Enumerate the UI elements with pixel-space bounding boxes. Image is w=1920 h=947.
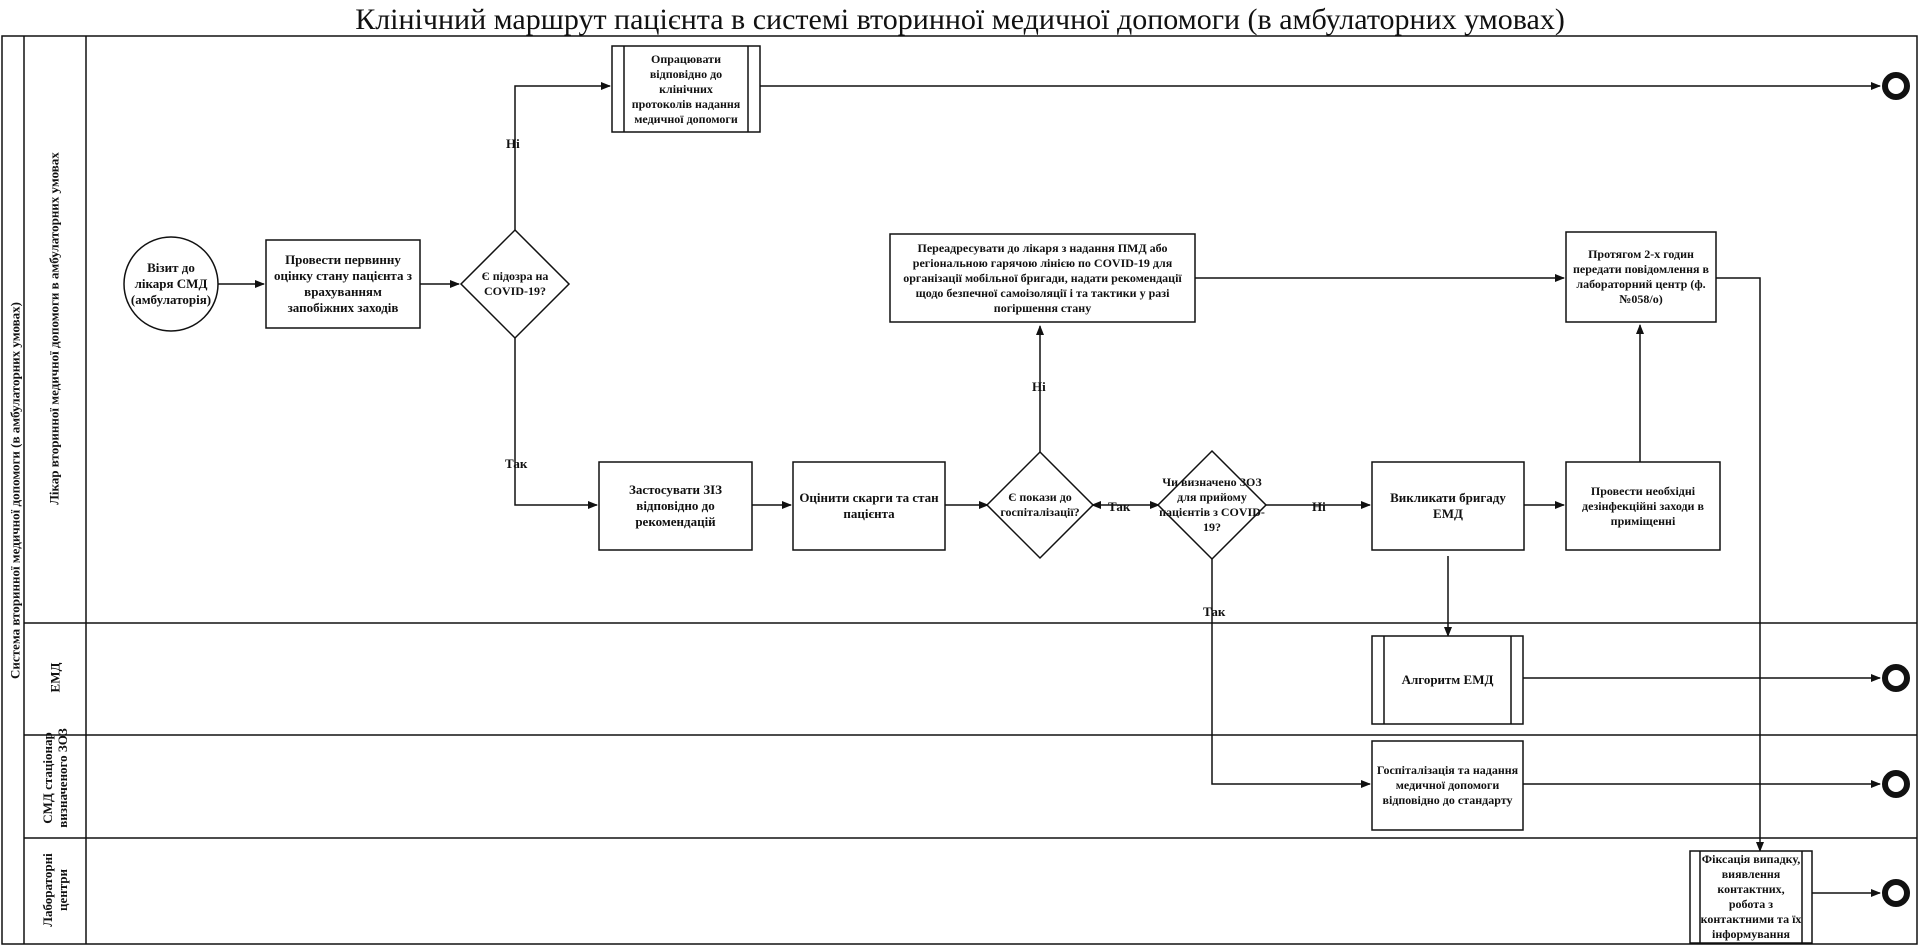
task-evaluate-label: Оцінити скарги та стан пацієнта xyxy=(799,490,939,521)
task-redirect[interactable] xyxy=(889,233,1196,323)
flow-arrows xyxy=(218,82,1881,897)
gateway-hosp[interactable] xyxy=(985,450,1095,560)
edge-label-yes-hospitalize: Так xyxy=(1203,604,1226,619)
subprocess-record-label: Фіксація випадку, виявлення контактних, … xyxy=(1700,852,1802,941)
task-notify-lab[interactable] xyxy=(1565,231,1717,323)
subprocess-protocols[interactable] xyxy=(611,45,761,133)
task-disinfect-label: Провести необхідні дезінфекційні заходи … xyxy=(1582,483,1704,528)
pool-label: Система вторинної медичної допомоги (в а… xyxy=(7,302,23,679)
subprocess-emd-label: Алгоритм ЕМД xyxy=(1401,672,1494,687)
lane-label-doctor: Лікар вторинної медичної допомоги в амбу… xyxy=(46,152,62,505)
task-assess[interactable] xyxy=(265,239,421,329)
edge-label-yes-hosp: Так xyxy=(1108,499,1131,514)
gateway-zoz[interactable] xyxy=(1156,449,1268,561)
edge-label-yes-apply: Так xyxy=(505,456,528,471)
task-disinfect[interactable] xyxy=(1565,461,1721,551)
edge-label-no-protocols: Ні xyxy=(506,136,520,151)
subprocess-record[interactable] xyxy=(1689,850,1813,944)
end-event-lab[interactable] xyxy=(1882,879,1910,907)
end-event-doctor[interactable] xyxy=(1882,72,1910,100)
task-assess-label: Провести первинну оцінку стану пацієнта … xyxy=(274,252,412,315)
lane-label-smd-line2: визначеного ЗОЗ xyxy=(55,728,70,828)
start-event-label: Візит до лікаря СМД (амбулаторія) xyxy=(130,260,212,307)
lane-label-smd: СМД стаціонар визначеного ЗОЗ xyxy=(40,723,70,833)
edge-label-no-emd: Ні xyxy=(1312,499,1326,514)
lane-label-lab: Лабораторні центри xyxy=(40,840,70,940)
end-event-smd[interactable] xyxy=(1882,770,1910,798)
swimlane-frame xyxy=(1,35,1918,945)
gateway-suspect[interactable] xyxy=(459,228,571,340)
lane-label-lab-line2: центри xyxy=(55,869,70,912)
end-events xyxy=(1882,72,1910,907)
lane-label-lab-line1: Лабораторні xyxy=(40,853,55,927)
gateway-zoz-label: Чи визначено ЗОЗ для прийому пацієнтів з… xyxy=(1159,475,1265,534)
task-notify-lab-label: Протягом 2-х годин передати повідомлення… xyxy=(1573,247,1709,306)
task-call-emd-label: Викликати бригаду ЕМД xyxy=(1390,490,1506,521)
gateway-hosp-label: Є покази до госпіталізації? xyxy=(1000,490,1080,519)
flow-shapes xyxy=(123,45,1813,944)
page-title: Клінічний маршрут пацієнта в системі вто… xyxy=(355,3,1565,36)
task-call-emd[interactable] xyxy=(1371,461,1525,551)
gateway-suspect-label: Є підозра на COVID-19? xyxy=(481,269,549,298)
lane-label-emd: ЕМД xyxy=(47,662,63,693)
edge-label-no-redirect: Ні xyxy=(1032,379,1046,394)
subprocess-emd[interactable] xyxy=(1371,635,1524,725)
task-apply-zz-label: Застосувати ЗІЗ відповідно до рекомендац… xyxy=(628,482,723,529)
task-hospitalize-label: Госпіталізація та надання медичної допом… xyxy=(1376,763,1519,807)
subprocess-protocols-label: Опрацювати відповідно до клінічних прото… xyxy=(631,51,741,126)
task-apply-zz[interactable] xyxy=(598,461,753,551)
task-redirect-label: Переадресувати до лікаря з надання ПМД а… xyxy=(903,240,1182,315)
lane-label-smd-line1: СМД стаціонар xyxy=(40,732,55,824)
task-evaluate[interactable] xyxy=(792,461,946,551)
end-event-emd[interactable] xyxy=(1882,664,1910,692)
task-hospitalize[interactable] xyxy=(1371,740,1524,831)
start-event[interactable] xyxy=(123,236,219,332)
